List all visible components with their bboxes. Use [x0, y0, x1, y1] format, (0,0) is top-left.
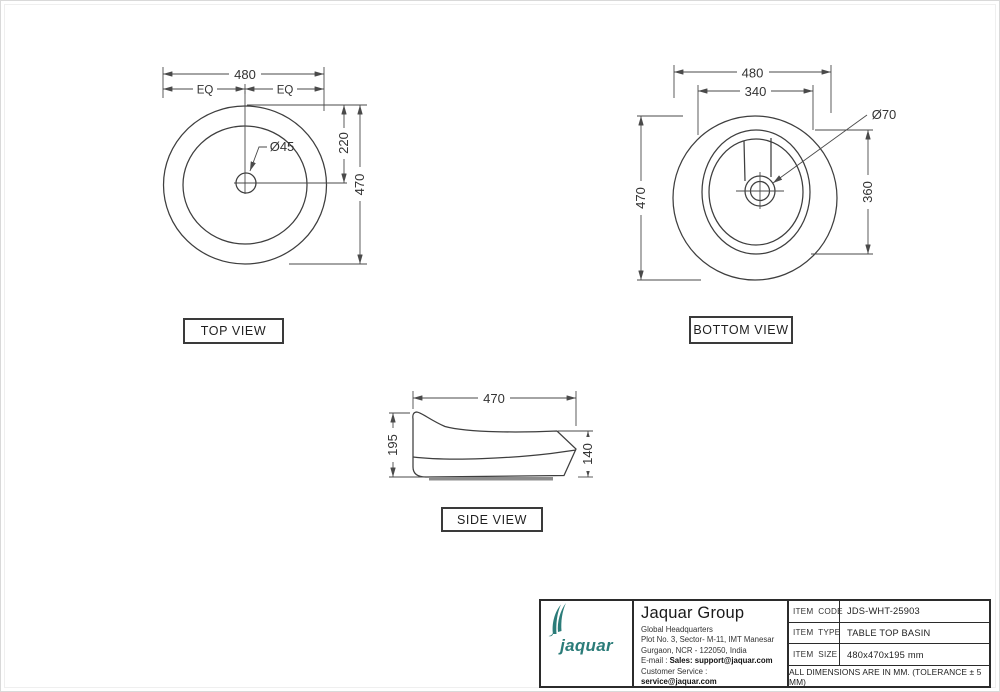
basin-profile-outline [412, 411, 577, 478]
item-code-label: ITEM CODE [789, 601, 843, 622]
dim-text-mask [273, 82, 297, 94]
faucet-hole-outline [235, 172, 257, 194]
basin-outer-outline [672, 115, 838, 281]
side-view-drawing: 470 195 140 [385, 391, 595, 481]
address-line: Gurgaon, NCR - 122050, India [641, 645, 747, 655]
rim-edge-line [412, 449, 577, 460]
base-plinth [429, 477, 553, 481]
dim-text-mask [634, 181, 648, 215]
dim-480-bottom-view: 480 [742, 66, 764, 81]
top-view-drawing: 480 EQ EQ Ø45 220 470 [162, 67, 367, 265]
dim-text-mask [581, 437, 595, 471]
company-cell: Jaquar Group Global Headquarters Plot No… [634, 601, 789, 688]
title-block: jaquar Jaquar Group Global Headquarters … [539, 599, 991, 688]
tolerance-note: ALL DIMENSIONS ARE IN MM. (TOLERANCE ± 5… [789, 666, 982, 687]
bottom-view-label: BOTTOM VIEW [689, 316, 793, 344]
item-type-value: TABLE TOP BASIN [847, 627, 931, 638]
dim-text-mask [229, 67, 261, 80]
side-view-label: SIDE VIEW [441, 507, 543, 532]
dim-text-mask [193, 82, 217, 94]
leader-line-drain [772, 114, 868, 184]
dim-220: 220 [336, 132, 351, 154]
base-ring-outer-outline [701, 129, 811, 255]
dim-eq-right: EQ [277, 85, 294, 97]
table-row: ITEM SIZE 480x470x195 mm [789, 644, 989, 666]
email-line: E-mail : Sales: support@jaquar.com [641, 656, 783, 666]
dim-470-top-view: 470 [352, 174, 367, 196]
dim-text-mask [353, 167, 367, 201]
table-row: ITEM TYPE TABLE TOP BASIN [789, 622, 989, 645]
address-line: Plot No. 3, Sector- M-11, IMT Manesar [641, 635, 775, 645]
dim-470-bottom-view: 470 [633, 187, 648, 209]
dim-480-top-view: 480 [234, 67, 256, 82]
service-label: Customer Service : [641, 666, 708, 676]
dim-text-mask [337, 128, 351, 159]
address-line: Global Headquarters [641, 625, 713, 634]
dim-470-side-view: 470 [483, 391, 505, 406]
service-value: service@jaquar.com [641, 677, 717, 687]
leader-line-hole [249, 146, 267, 172]
email-value: Sales: support@jaquar.com [669, 656, 773, 666]
jaquar-logo-icon [548, 603, 566, 637]
dim-text-mask [478, 391, 510, 404]
dim-text-mask [737, 65, 769, 78]
item-code-value: JDS-WHT-25903 [847, 606, 920, 617]
email-label: E-mail : [641, 656, 670, 666]
jaquar-wordmark: jaquar [560, 636, 613, 656]
service-line: Customer Service : service@jaquar.com [641, 667, 783, 688]
table-row: ITEM CODE JDS-WHT-25903 [789, 601, 989, 623]
drain-channel-line [743, 140, 746, 182]
item-table: ITEM CODE JDS-WHT-25903 ITEM TYPE TABLE … [789, 601, 989, 688]
dim-text-mask [740, 84, 771, 97]
item-size-value: 480x470x195 mm [847, 649, 924, 660]
dim-drain-diameter: Ø70 [872, 107, 897, 122]
logo-cell: jaquar [541, 601, 634, 688]
dim-text-mask [861, 175, 875, 209]
item-type-label: ITEM TYPE [789, 622, 840, 644]
company-name: Jaquar Group [641, 604, 745, 622]
dim-140: 140 [580, 443, 595, 465]
top-view-label: TOP VIEW [183, 318, 284, 344]
dim-195: 195 [385, 434, 400, 456]
item-size-label: ITEM SIZE [789, 644, 840, 665]
dim-hole-diameter: Ø45 [270, 139, 295, 154]
dim-text-mask [386, 428, 400, 462]
bottom-view-drawing: 480 340 Ø70 470 360 [633, 65, 897, 281]
dim-360: 360 [860, 181, 875, 203]
dim-340: 340 [745, 84, 767, 99]
base-ring-inner-outline [708, 138, 804, 246]
dim-eq-left: EQ [197, 85, 214, 97]
